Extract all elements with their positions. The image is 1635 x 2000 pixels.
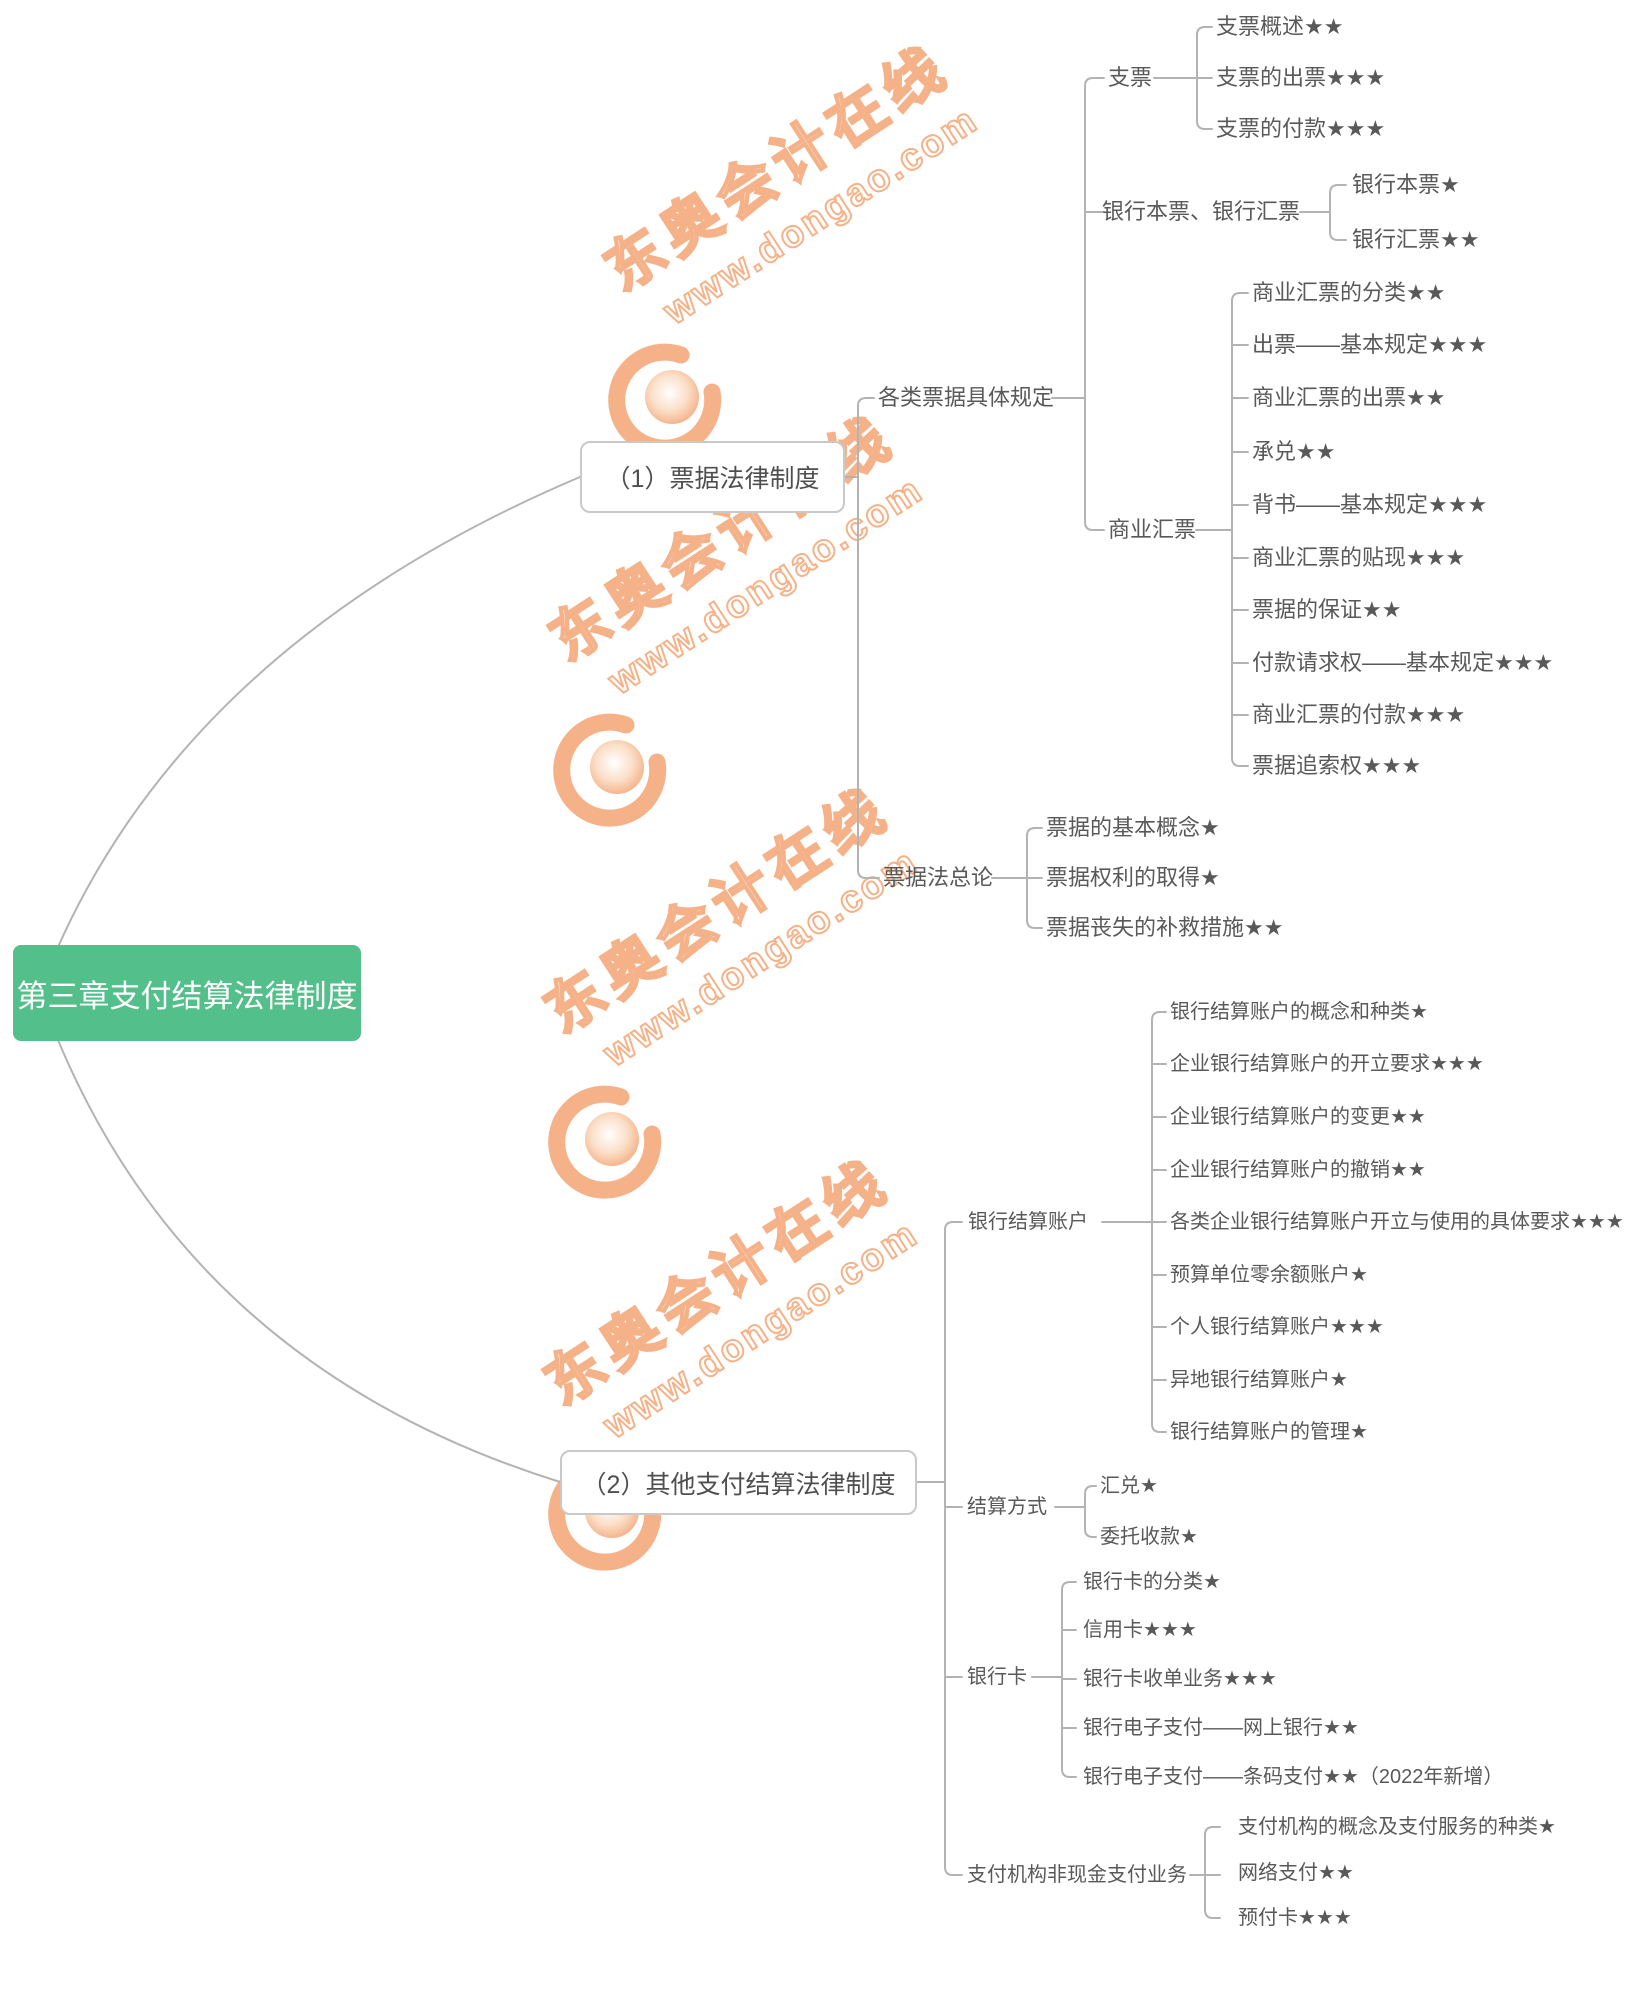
leaf-node[interactable]: 预付卡★★★ [1238, 1907, 1352, 1929]
leaf-node[interactable]: 商业汇票的贴现★★★ [1252, 544, 1466, 570]
root-topic[interactable]: 第三章支付结算法律制度 [13, 945, 361, 1041]
leaf-node[interactable]: 银行本票★ [1352, 171, 1460, 197]
leaf-node[interactable]: 银行卡收单业务★★★ [1083, 1668, 1277, 1690]
leaf-node[interactable]: 银行卡的分类★ [1083, 1571, 1221, 1593]
leaf-node[interactable]: 票据的保证★★ [1252, 596, 1402, 622]
leaf-node[interactable]: 出票——基本规定★★★ [1252, 331, 1488, 357]
leaf-node[interactable]: 异地银行结算账户★ [1170, 1369, 1348, 1391]
leaf-node[interactable]: 票据权利的取得★ [1046, 864, 1220, 890]
leaf-node[interactable]: 商业汇票的分类★★ [1252, 279, 1446, 305]
subtopic-commercial-draft[interactable]: 商业汇票 [1108, 516, 1197, 542]
leaf-node[interactable]: 背书——基本规定★★★ [1252, 491, 1488, 517]
leaf-node[interactable]: 商业汇票的出票★★ [1252, 384, 1446, 410]
leaf-node[interactable]: 企业银行结算账户的开立要求★★★ [1170, 1053, 1484, 1075]
main-topic-bill-law[interactable]: （1）票据法律制度 [580, 441, 845, 513]
topic-label: （1）票据法律制度 [605, 465, 820, 493]
leaf-node[interactable]: 银行结算账户的概念和种类★ [1170, 1001, 1428, 1023]
leaf-node[interactable]: 企业银行结算账户的变更★★ [1170, 1106, 1426, 1128]
leaf-node[interactable]: 信用卡★★★ [1083, 1619, 1197, 1641]
leaf-node[interactable]: 银行电子支付——网上银行★★ [1083, 1717, 1359, 1739]
subtopic-bill-specific-rules[interactable]: 各类票据具体规定 [878, 384, 1055, 410]
leaf-node[interactable]: 银行电子支付——条码支付★★（2022年新增） [1083, 1766, 1504, 1788]
leaf-node[interactable]: 汇兑★ [1100, 1475, 1158, 1497]
leaf-node[interactable]: 各类企业银行结算账户开立与使用的具体要求★★★ [1170, 1211, 1624, 1233]
leaf-node[interactable]: 银行汇票★★ [1352, 226, 1480, 252]
subtopic-bill-law-general[interactable]: 票据法总论 [883, 864, 994, 890]
leaf-node[interactable]: 个人银行结算账户★★★ [1170, 1316, 1384, 1338]
leaf-node[interactable]: 支票概述★★ [1216, 13, 1344, 39]
subtopic-settlement-methods[interactable]: 结算方式 [967, 1496, 1047, 1518]
leaf-node[interactable]: 预算单位零余额账户★ [1170, 1264, 1368, 1286]
leaf-node[interactable]: 委托收款★ [1100, 1526, 1198, 1548]
leaf-node[interactable]: 商业汇票的付款★★★ [1252, 701, 1466, 727]
leaf-node[interactable]: 票据追索权★★★ [1252, 752, 1422, 778]
leaf-node[interactable]: 银行结算账户的管理★ [1170, 1421, 1368, 1443]
leaf-node[interactable]: 票据丧失的补救措施★★ [1046, 914, 1284, 940]
leaf-node[interactable]: 支票的出票★★★ [1216, 64, 1386, 90]
leaf-node[interactable]: 企业银行结算账户的撤销★★ [1170, 1159, 1426, 1181]
leaf-node[interactable]: 支票的付款★★★ [1216, 115, 1386, 141]
subtopic-bank-card[interactable]: 银行卡 [967, 1666, 1027, 1688]
subtopic-check[interactable]: 支票 [1108, 64, 1153, 90]
subtopic-bank-settlement-account[interactable]: 银行结算账户 [968, 1211, 1088, 1233]
subtopic-bank-notes-drafts[interactable]: 银行本票、银行汇票 [1102, 198, 1301, 224]
topic-label: （2）其他支付结算法律制度 [581, 1470, 896, 1499]
leaf-node[interactable]: 票据的基本概念★ [1046, 814, 1220, 840]
main-topic-other-payment[interactable]: （2）其他支付结算法律制度 [560, 1450, 917, 1515]
leaf-node[interactable]: 网络支付★★ [1238, 1862, 1354, 1884]
root-topic-label: 第三章支付结算法律制度 [16, 978, 358, 1014]
leaf-node[interactable]: 付款请求权——基本规定★★★ [1252, 649, 1554, 675]
subtopic-payment-institution[interactable]: 支付机构非现金支付业务 [967, 1864, 1187, 1886]
leaf-node[interactable]: 承兑★★ [1252, 438, 1336, 464]
leaf-node[interactable]: 支付机构的概念及支付服务的种类★ [1238, 1816, 1556, 1838]
